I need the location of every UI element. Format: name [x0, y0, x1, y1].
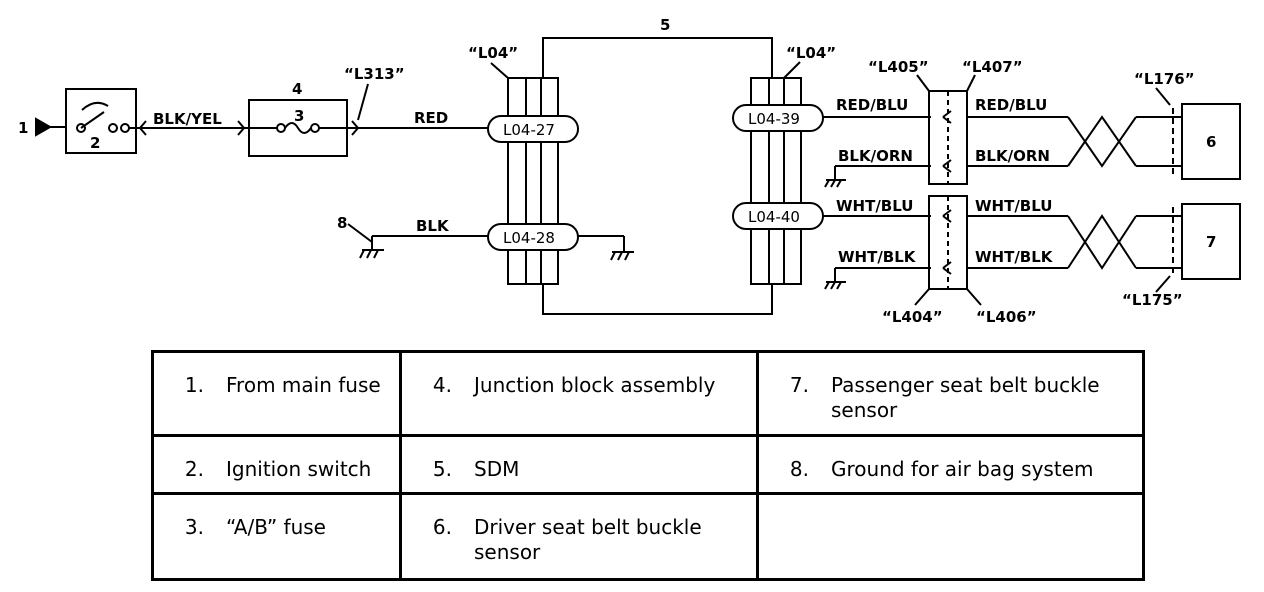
wire-blk-orn-in: BLK/ORN — [838, 147, 913, 165]
legend-number: 2. — [184, 457, 204, 481]
legend-cell: 2. Ignition switch — [151, 434, 402, 495]
legend-number: 3. — [184, 515, 204, 539]
wire-wht-blu-out: WHT/BLU — [975, 197, 1052, 215]
label-8: 8 — [337, 214, 347, 232]
legend-cell: 7. Passenger seat belt buckle sensor — [756, 350, 1145, 437]
pin-l04-27-shape — [487, 115, 579, 143]
legend-row: 2. Ignition switch 5. SDM 8. Ground for air… — [151, 434, 1145, 495]
legend-text: “A/B” fuse — [226, 515, 326, 539]
connector-l406-label: “L406” — [976, 308, 1037, 326]
driver-buckle-sensor-box — [1181, 103, 1241, 180]
main-fuse-arrow — [35, 117, 53, 137]
pin-l04-28: L04-28 — [503, 229, 555, 247]
legend-table: 1. From main fuse 4. Junction block assemb… — [151, 350, 1145, 581]
legend-number: 8. — [789, 457, 809, 481]
sdm-box — [542, 37, 773, 315]
legend-text: Junction block assembly — [474, 373, 716, 397]
wire-wht-blk-in: WHT/BLK — [838, 248, 917, 266]
legend-row: 3. “A/B” fuse 6. Driver seat belt buckle s… — [151, 492, 1145, 581]
legend-number: 7. — [789, 373, 809, 397]
wire-wht-blk-out: WHT/BLK — [975, 248, 1054, 266]
legend-number: 5. — [432, 457, 452, 481]
wire-blk-yel: BLK/YEL — [153, 110, 222, 128]
legend-text: SDM — [474, 457, 520, 481]
legend-text: From main fuse — [226, 373, 381, 397]
legend-number: 1. — [184, 373, 204, 397]
legend-text: Ground for air bag system — [831, 457, 1094, 481]
legend-number: 4. — [432, 373, 452, 397]
connector-l175-label: “L175” — [1122, 291, 1183, 309]
label-4: 4 — [292, 80, 302, 98]
connector-l407-label: “L407” — [962, 58, 1023, 76]
wire-red-blu-in: RED/BLU — [836, 96, 908, 114]
connector-l176-label: “L176” — [1134, 70, 1195, 88]
connector-l404-label: “L404” — [882, 308, 943, 326]
wire-blk-orn-out: BLK/ORN — [975, 147, 1050, 165]
connector-l04-right-label: “L04” — [786, 44, 836, 62]
wire-blk: BLK — [416, 217, 450, 235]
legend-cell: 1. From main fuse — [151, 350, 402, 437]
legend-cell: 4. Junction block assembly — [399, 350, 759, 437]
legend-cell: 5. SDM — [399, 434, 759, 495]
legend-text: Passenger seat belt buckle sensor — [831, 373, 1100, 422]
wiring-diagram: 1 2 3 4 5 6 7 8 BLK/YEL RED BLK RED/BLU … — [18, 16, 1241, 326]
legend-number: 6. — [432, 515, 452, 539]
wire-wht-blu-in: WHT/BLU — [836, 197, 913, 215]
wire-red-blu-out: RED/BLU — [975, 96, 1047, 114]
pin-l04-40: L04-40 — [748, 208, 800, 226]
label-2: 2 — [90, 134, 100, 152]
legend-cell — [756, 492, 1145, 581]
ignition-switch-box — [65, 88, 137, 154]
legend-cell: 6. Driver seat belt buckle sensor — [399, 492, 759, 581]
legend-cell: 8. Ground for air bag system — [756, 434, 1145, 495]
pin-l04-39: L04-39 — [748, 110, 800, 128]
legend-text: Ignition switch — [226, 457, 372, 481]
legend-text: Driver seat belt buckle sensor — [474, 515, 702, 564]
legend-row: 1. From main fuse 4. Junction block assemb… — [151, 350, 1145, 437]
wire-red: RED — [414, 109, 448, 127]
pin-l04-27: L04-27 — [503, 121, 555, 139]
label-5: 5 — [660, 16, 670, 34]
connector-l313-label: “L313” — [344, 65, 405, 83]
passenger-buckle-sensor-box — [1181, 203, 1241, 280]
label-1: 1 — [18, 119, 28, 137]
label-3: 3 — [294, 107, 304, 125]
connector-l04-left-label: “L04” — [468, 44, 518, 62]
legend-cell: 3. “A/B” fuse — [151, 492, 402, 581]
label-6: 6 — [1206, 133, 1216, 151]
label-7: 7 — [1206, 233, 1216, 251]
connector-l405-label: “L405” — [868, 58, 929, 76]
